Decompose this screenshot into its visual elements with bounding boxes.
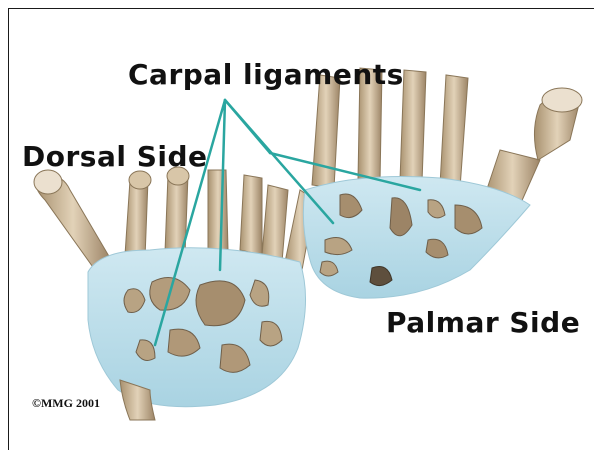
carpal-ligaments-label: Carpal ligaments bbox=[128, 58, 404, 91]
dorsal-side-label: Dorsal Side bbox=[22, 140, 208, 173]
dorsal-hand bbox=[34, 167, 315, 420]
palmar-side-label: Palmar Side bbox=[386, 306, 580, 339]
copyright-notice: ©MMG 2001 bbox=[32, 396, 100, 411]
palmar-hand bbox=[303, 68, 582, 298]
pointer-line-connector bbox=[225, 100, 270, 153]
